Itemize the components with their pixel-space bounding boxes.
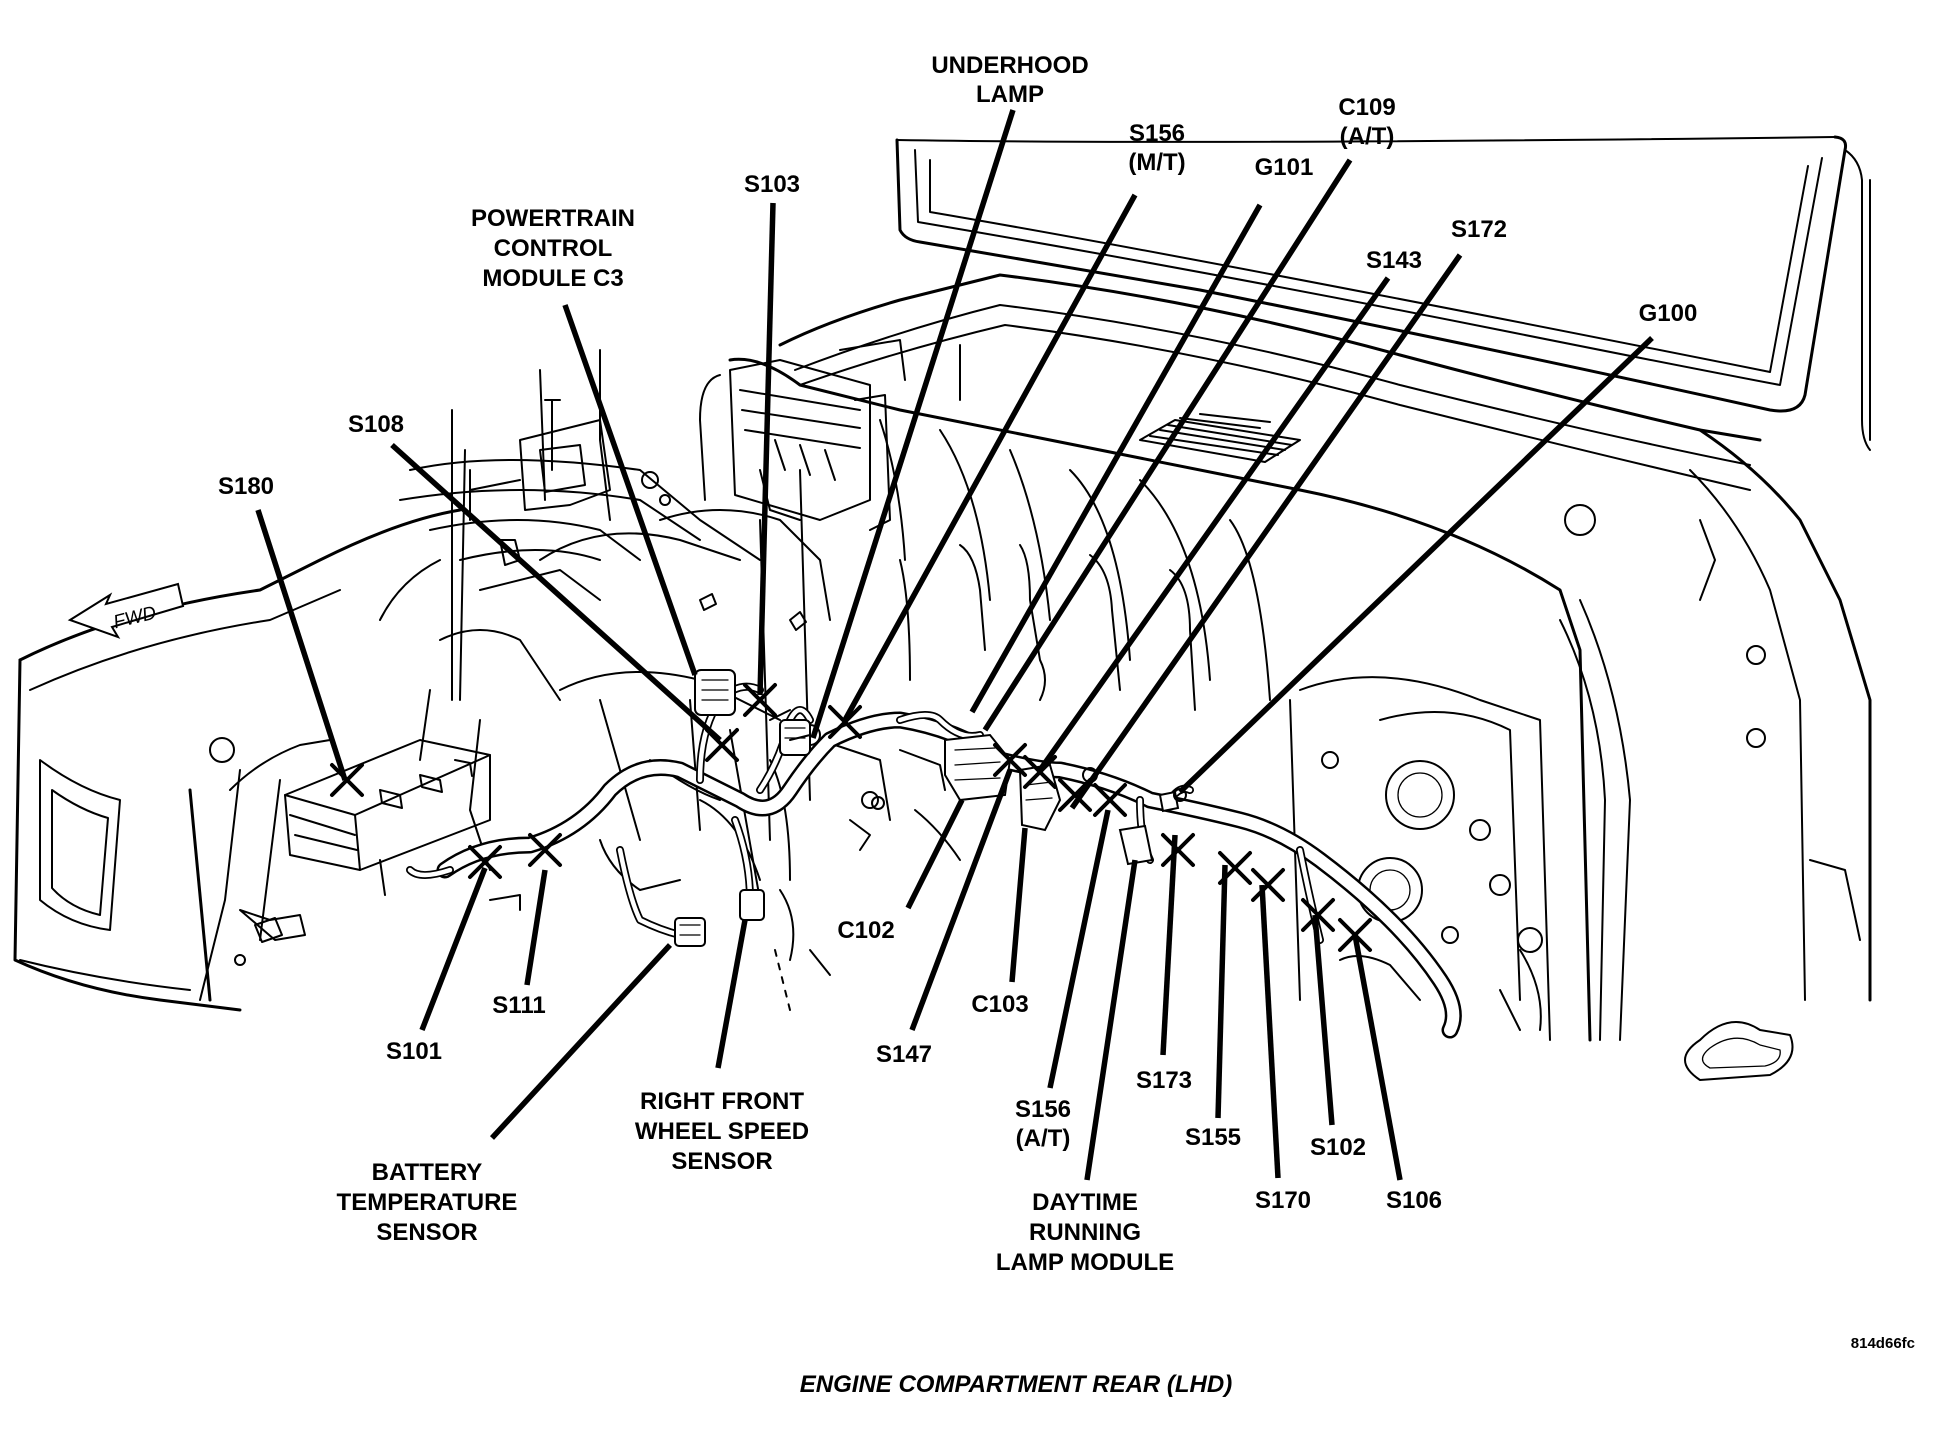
label-s172: S172 — [1451, 216, 1507, 243]
pcm-module — [699, 359, 891, 531]
sensor-lead — [774, 949, 791, 1011]
splice-x-s102 — [1301, 898, 1335, 932]
label-c103: C103 — [971, 991, 1028, 1018]
windshield-frame — [895, 135, 1871, 451]
splice-x-s173 — [1161, 833, 1195, 867]
label-g100: G100 — [1639, 300, 1698, 327]
label-g101: G101 — [1255, 154, 1314, 181]
leader-line-g101 — [969, 203, 1263, 714]
engine-compartment-illustration: FWD — [13, 135, 1872, 1081]
leader-line-battery-temp — [489, 943, 673, 1140]
engine-area — [379, 509, 961, 976]
label-s170: S170 — [1255, 1187, 1311, 1214]
splice-x-s180 — [330, 763, 364, 797]
label-s108: S108 — [348, 411, 404, 438]
label-c102: C102 — [837, 917, 894, 944]
connectors — [254, 593, 1187, 947]
leader-line-c103 — [1009, 827, 1028, 983]
power-distribution-center — [284, 739, 491, 896]
splice-x-s155 — [1218, 851, 1252, 885]
leader-line-s102 — [1312, 914, 1335, 1126]
figure-code: 814d66fc — [1851, 1335, 1915, 1352]
label-s101: S101 — [386, 1038, 442, 1065]
label-s180: S180 — [218, 473, 274, 500]
figure-caption: ENGINE COMPARTMENT REAR (LHD) — [800, 1371, 1232, 1398]
splice-x-s170 — [1251, 868, 1285, 902]
splice-x-s156-at — [1093, 783, 1127, 817]
leader-line-s111 — [524, 869, 548, 986]
leader-line-s172 — [1069, 253, 1463, 810]
leader-line-s101 — [419, 867, 488, 1031]
leader-line-s156-mt — [842, 193, 1138, 722]
leader-line-s156-at — [1047, 809, 1111, 1089]
leader-line-drl — [1084, 859, 1138, 1181]
label-s156-mt: S156(M/T) — [1128, 120, 1185, 176]
leader-line-s173 — [1160, 834, 1178, 1056]
splice-x-s103 — [743, 683, 777, 717]
splice-markers — [330, 683, 1372, 952]
label-s102: S102 — [1310, 1134, 1366, 1161]
right-inner-fender — [1559, 428, 1872, 1081]
leader-line-g100 — [1178, 336, 1654, 794]
leader-line-c102 — [905, 798, 965, 910]
splice-x-s108 — [705, 728, 739, 762]
splice-x-s147 — [993, 743, 1027, 777]
fwd-arrow: FWD — [67, 582, 185, 639]
label-s103: S103 — [744, 171, 800, 198]
leader-line-s103 — [757, 202, 776, 696]
splice-x-s172 — [1058, 778, 1092, 812]
splice-x-s156-mt — [828, 705, 862, 739]
leader-line-s143 — [1037, 276, 1391, 772]
cowl-panel — [778, 273, 1762, 491]
leader-lines — [255, 109, 1654, 1181]
splice-x-s111 — [528, 833, 562, 867]
label-s156-at: S156(A/T) — [1015, 1096, 1071, 1152]
leader-line-s155 — [1215, 864, 1228, 1119]
leader-line-pcm-c3 — [562, 304, 698, 676]
leader-line-s106 — [1352, 934, 1403, 1181]
label-s155: S155 — [1185, 1124, 1241, 1151]
left-fender-headlamp — [13, 508, 462, 1012]
leader-line-s170 — [1259, 884, 1281, 1179]
label-s111: S111 — [492, 992, 545, 1019]
splice-x-s106 — [1338, 918, 1372, 952]
splice-x-s143 — [1023, 755, 1057, 789]
leader-line-rf-wheel — [715, 919, 748, 1069]
leader-line-c109-at — [982, 158, 1353, 732]
leader-line-s108 — [390, 442, 722, 743]
leader-line-underhood-lamp — [810, 109, 1016, 739]
left-brackets — [399, 349, 761, 701]
label-s143: S143 — [1366, 247, 1422, 274]
leader-line-s147 — [909, 769, 1013, 1031]
label-s106: S106 — [1386, 1187, 1442, 1214]
label-s173: S173 — [1136, 1067, 1192, 1094]
label-c109-at: C109(A/T) — [1338, 94, 1395, 150]
splice-x-s101 — [468, 845, 502, 879]
leader-line-s180 — [255, 509, 348, 781]
label-s147: S147 — [876, 1041, 932, 1068]
